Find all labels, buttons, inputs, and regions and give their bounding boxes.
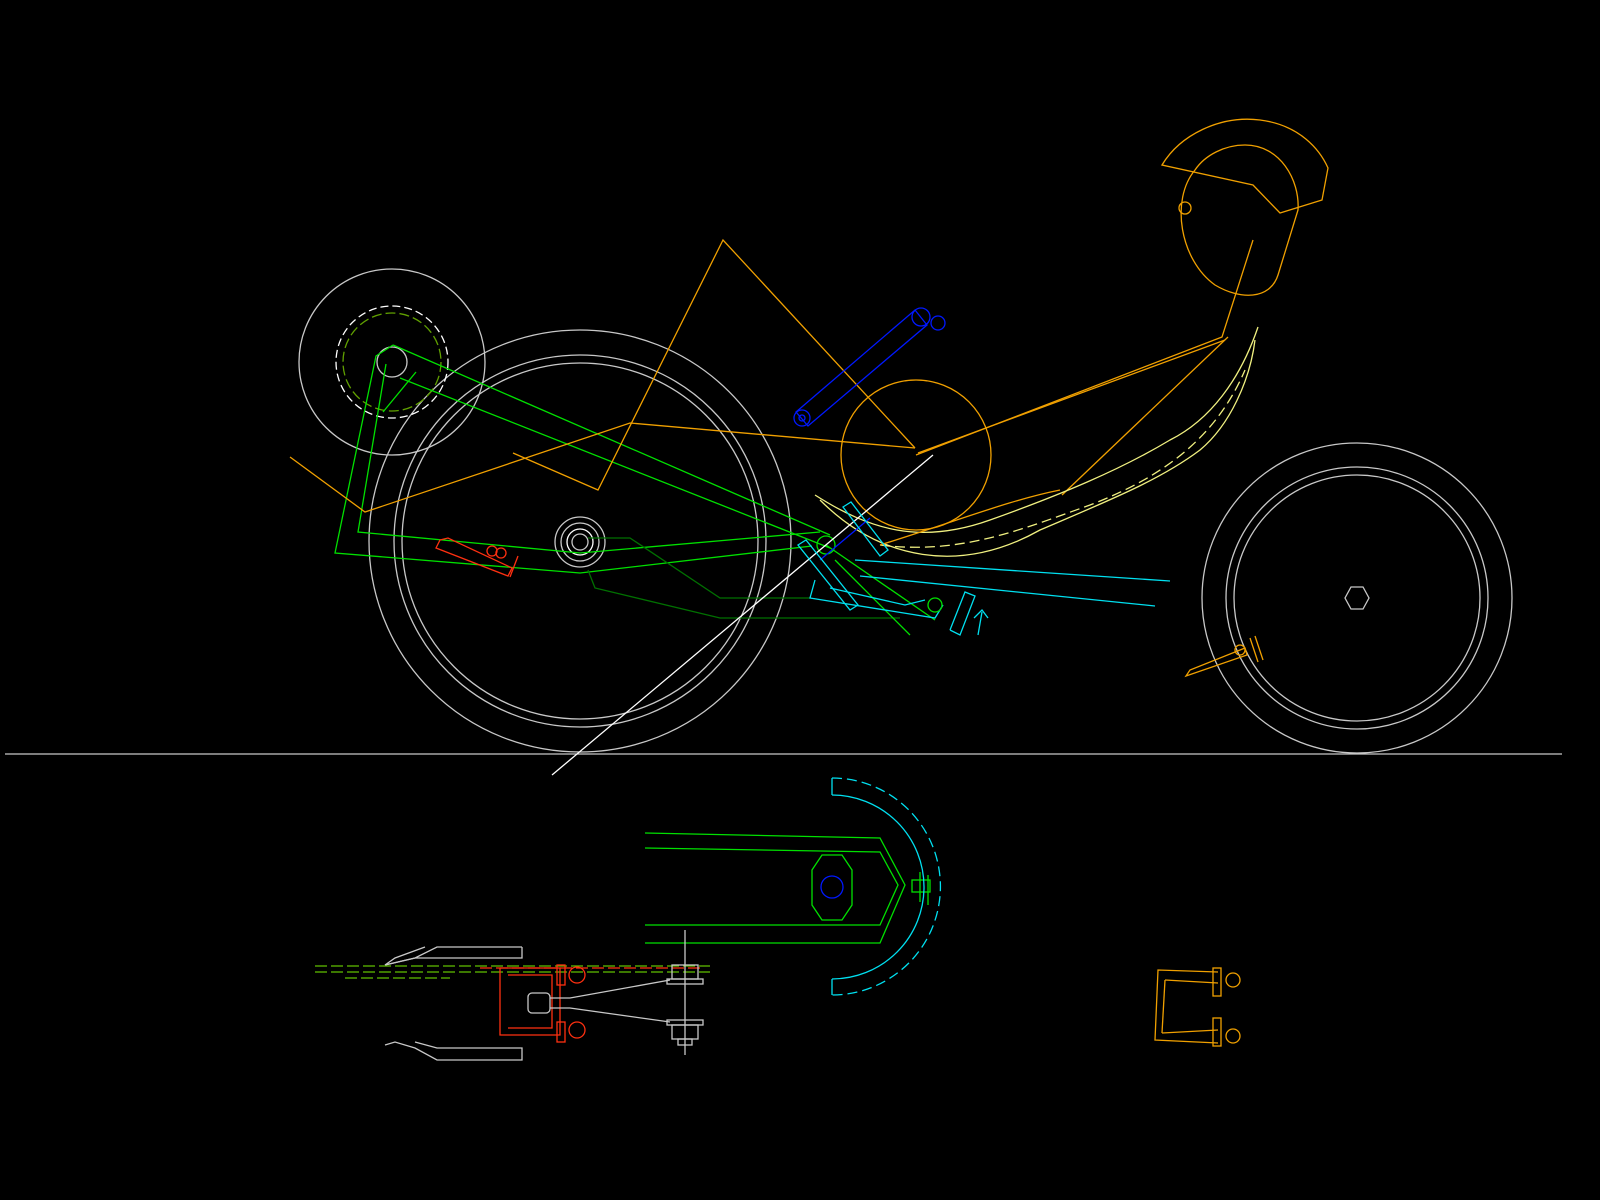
front-wheel (1201, 442, 1513, 754)
small-idler-wheel (298, 268, 486, 456)
rider-head (1180, 144, 1299, 296)
top-view-rear-assembly (315, 930, 710, 1061)
front-hub-icon (1344, 586, 1370, 610)
rider-outline (289, 118, 1329, 531)
frame (334, 344, 936, 636)
front-wheel-brake (1184, 635, 1264, 678)
top-view-front-brake (1154, 967, 1241, 1047)
chain-tensioner (435, 537, 519, 578)
rider-torso-circle (840, 379, 992, 531)
handlebar (793, 307, 946, 561)
bottom-bracket-octagon (811, 854, 853, 921)
boom (797, 501, 1171, 636)
rear-large-wheel (368, 329, 792, 753)
rear-hub (554, 516, 606, 568)
bottom-bracket-axle (820, 875, 844, 899)
top-view-boom (644, 777, 942, 996)
seat (814, 326, 1259, 557)
steering-axis-line (551, 454, 934, 776)
helmet (1160, 118, 1329, 214)
